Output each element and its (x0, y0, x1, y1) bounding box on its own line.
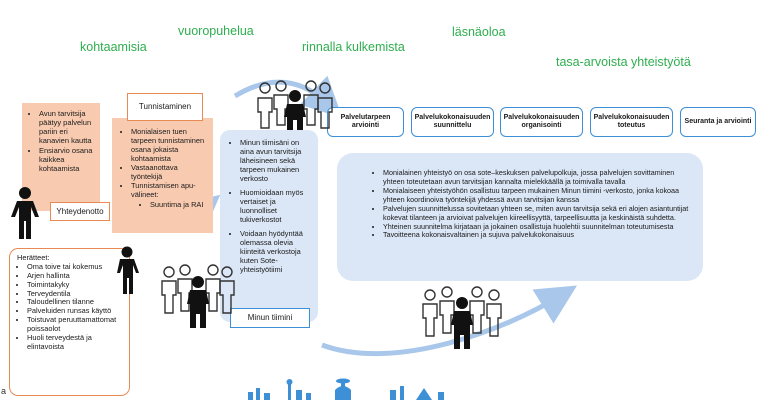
list-item: Monialaiseen yhteistyöhön osallistuu tar… (383, 186, 689, 205)
collaboration-list: Monialainen yhteistyö on osa sote–keskuk… (371, 168, 689, 240)
list-item: Arjen hallinta (27, 271, 124, 281)
city-skyline-icon (248, 378, 444, 400)
phase-suunnittelu: Palvelukokonaisuuden suunnittelu (411, 107, 494, 137)
triggers-heading: Herätteet: (17, 253, 50, 262)
list-item: Terveydentila (27, 289, 124, 299)
list-item: Huoli terveydestä ja elintavoista (27, 333, 124, 352)
collaboration-box: Monialainen yhteistyö on osa sote–keskuk… (337, 153, 703, 281)
list-item: Suuntima ja RAI (150, 200, 209, 209)
list-item: Avun tarvitsija päätyy palvelun pariin e… (39, 109, 94, 146)
keyword-lasnaoloa: läsnäoloa (452, 25, 506, 39)
keyword-kohtaamisia: kohtaamisia (80, 40, 147, 54)
triggers-list: Oma toive tai kokemus Arjen hallinta Toi… (17, 262, 124, 352)
phase-organisointi: Palvelukokonaisuuden organisointi (500, 107, 583, 137)
group-icon (257, 80, 333, 130)
list-item: Huomioidaan myös vertaiset ja luonnollis… (240, 188, 314, 224)
person-icon (11, 187, 39, 239)
keyword-vuoropuhelua: vuoropuhelua (178, 24, 254, 38)
list-item: Palveluiden runsas käyttö (27, 306, 124, 316)
list-item: Monialaisen tuen tarpeen tunnistaminen o… (131, 127, 209, 163)
corner-mark: a (1, 386, 7, 396)
list-item: Oma toive tai kokemus (27, 262, 124, 272)
list-item: Tavoitteena kokonaisvaltainen ja sujuva … (383, 231, 689, 240)
contact-list: Avun tarvitsija päätyy palvelun pariin e… (28, 109, 94, 173)
list-item: Voidaan hyödyntää olemassa olevia kiinte… (240, 229, 314, 274)
keyword-tasa-arvoista-yhteistyota: tasa-arvoista yhteistyötä (556, 55, 691, 69)
phase-seuranta-ja-arviointi: Seuranta ja arviointi (680, 107, 756, 137)
identification-box: Monialaisen tuen tarpeen tunnistaminen o… (112, 118, 213, 233)
list-item: Ensiarvio osana kaikkea kohtaamista (39, 146, 94, 173)
list-item: Yhteinen suunnitelma kirjataan ja jokain… (383, 222, 689, 232)
my-team-list: Minun tiimisäni on aina avun tarvitsija … (228, 138, 314, 274)
phase-palvelutarpeen-arviointi: Palvelutarpeen arviointi (327, 107, 404, 137)
list-item: Toistuvat peruuttamattomat poissaolot (27, 315, 124, 334)
identification-sublist: Suuntima ja RAI (120, 200, 209, 209)
phase-toteutus: Palvelukokonaisuuden toteutus (590, 107, 673, 137)
list-item: Vastaanottava työntekijä (131, 163, 209, 181)
tunnistaminen-tab: Tunnistaminen (127, 93, 203, 121)
list-item: Tunnistamisen apu-välineet: (131, 181, 209, 199)
group-icon (422, 286, 502, 349)
identification-list: Monialaisen tuen tarpeen tunnistaminen o… (120, 127, 209, 199)
person-icon (117, 246, 139, 294)
list-item: Toimintakyky (27, 280, 124, 290)
my-team-tab: Minun tiimini (230, 308, 310, 328)
group-icon (161, 264, 235, 328)
list-item: Minun tiimisäni on aina avun tarvitsija … (240, 138, 314, 183)
my-team-box: Minun tiimisäni on aina avun tarvitsija … (220, 130, 318, 322)
list-item: Palvelujen suunnittelussa sovitetaan yht… (383, 204, 689, 223)
yhteydenotto-tab: Yhteydenotto (50, 202, 110, 221)
list-item: Monialainen yhteistyö on osa sote–keskuk… (383, 168, 689, 187)
triggers-box: Herätteet: Oma toive tai kokemus Arjen h… (9, 248, 130, 396)
contact-box: Avun tarvitsija päätyy palvelun pariin e… (22, 103, 100, 211)
keyword-rinnalla-kulkemista: rinnalla kulkemista (302, 40, 405, 54)
list-item: Taloudellinen tilanne (27, 297, 124, 307)
